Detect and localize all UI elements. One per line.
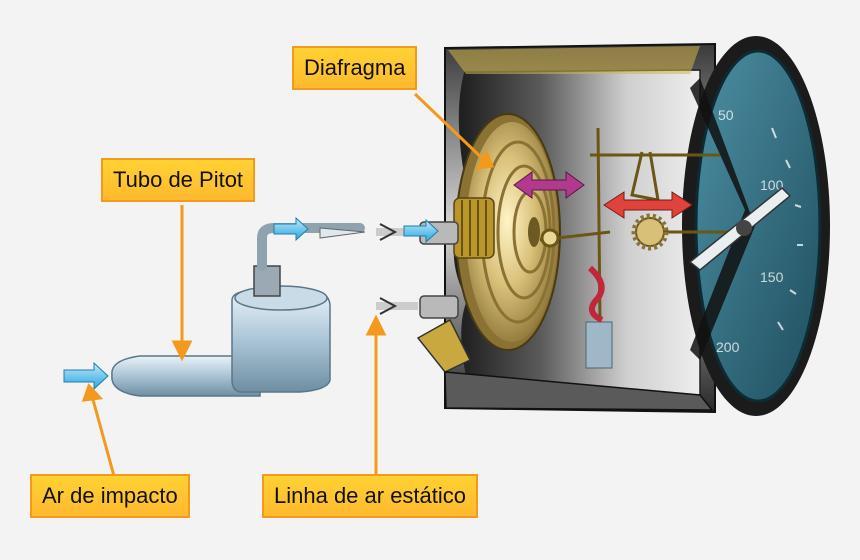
hairspring-base (585, 321, 613, 369)
dial-mark-100: 100 (760, 177, 784, 193)
leader-lines (81, 92, 495, 477)
dial-mark-200: 200 (716, 339, 740, 355)
dial-ticks (771, 127, 803, 331)
pitot-tube (111, 223, 366, 397)
impact-air-arrow (63, 361, 109, 391)
label-ar-de-impacto: Ar de impacto (30, 474, 190, 518)
rotation-arrow (587, 265, 605, 323)
instrument-dial: 50 100 150 200 (682, 36, 830, 416)
dial-mark-50: 50 (718, 107, 734, 123)
diaphragm-movement-arrow (513, 171, 585, 199)
dial-mark-150: 150 (760, 269, 784, 285)
pitot-flow-arrow (273, 216, 309, 242)
capsule-flow-arrow (403, 218, 439, 244)
gear-icon (631, 213, 669, 251)
rocker-movement-arrow (603, 191, 693, 219)
label-linha-de-ar-estatico: Linha de ar estático (262, 474, 479, 518)
diaphragm (453, 113, 561, 351)
label-diafragma: Diafragma (292, 46, 418, 90)
label-tubo-de-pitot: Tubo de Pitot (101, 158, 256, 202)
indicator-needle (688, 186, 792, 271)
static-line-fitting (376, 295, 459, 319)
